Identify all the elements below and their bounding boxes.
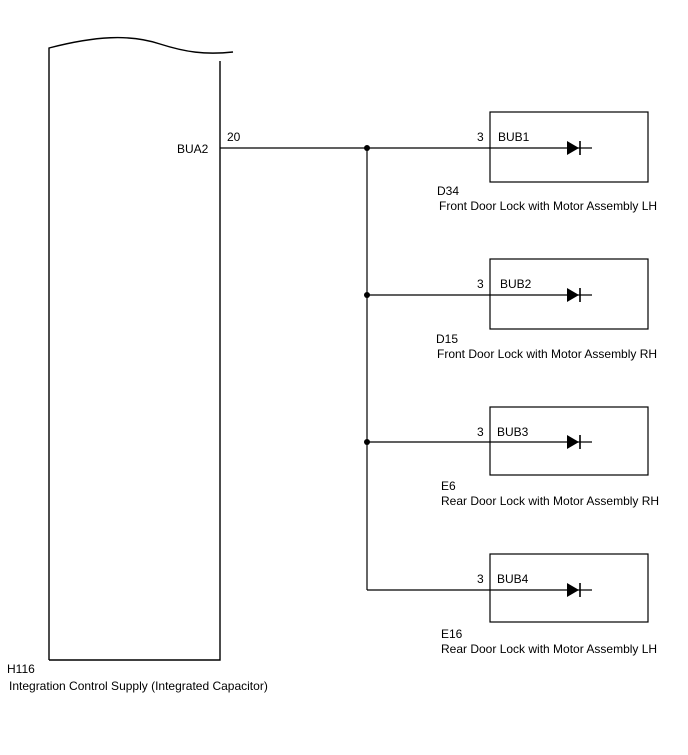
diode-icon	[567, 141, 579, 155]
branch-pin: 3	[477, 572, 484, 586]
diode-icon	[567, 583, 579, 597]
branch-code: E6	[441, 479, 456, 493]
branch-pin: 3	[477, 130, 484, 144]
connector-box	[489, 111, 649, 183]
main-component-name: Integration Control Supply (Integrated C…	[9, 679, 268, 693]
junction-dot	[364, 145, 370, 151]
branch-e16: 3 BUB4 E16 Rear Door Lock with Motor Ass…	[367, 553, 657, 656]
branch-d34: 3 BUB1 D34 Front Door Lock with Motor As…	[364, 111, 657, 213]
branch-code: D15	[436, 332, 458, 346]
branch-terminal-name: BUB3	[497, 425, 529, 439]
diode-icon	[567, 435, 579, 449]
branch-pin: 3	[477, 425, 484, 439]
branch-code: D34	[437, 184, 459, 198]
branch-name: Front Door Lock with Motor Assembly LH	[439, 199, 657, 213]
branch-name: Rear Door Lock with Motor Assembly LH	[441, 642, 657, 656]
branch-terminal-name: BUB4	[497, 572, 529, 586]
branch-e6: 3 BUB3 E6 Rear Door Lock with Motor Asse…	[364, 406, 659, 508]
connector-box	[489, 258, 649, 330]
main-pin-number: 20	[227, 130, 241, 144]
branch-name: Front Door Lock with Motor Assembly RH	[437, 347, 657, 361]
branch-pin: 3	[477, 277, 484, 291]
branch-d15: 3 BUB2 D15 Front Door Lock with Motor As…	[364, 258, 657, 361]
branch-name: Rear Door Lock with Motor Assembly RH	[441, 494, 659, 508]
connector-box	[489, 553, 649, 623]
main-terminal-name: BUA2	[177, 142, 209, 156]
branch-terminal-name: BUB2	[500, 277, 532, 291]
connector-box	[489, 406, 649, 476]
branch-code: E16	[441, 627, 463, 641]
branch-terminal-name: BUB1	[498, 130, 530, 144]
main-component-outline	[48, 36, 234, 661]
diode-icon	[567, 288, 579, 302]
main-component-code: H116	[7, 662, 35, 676]
